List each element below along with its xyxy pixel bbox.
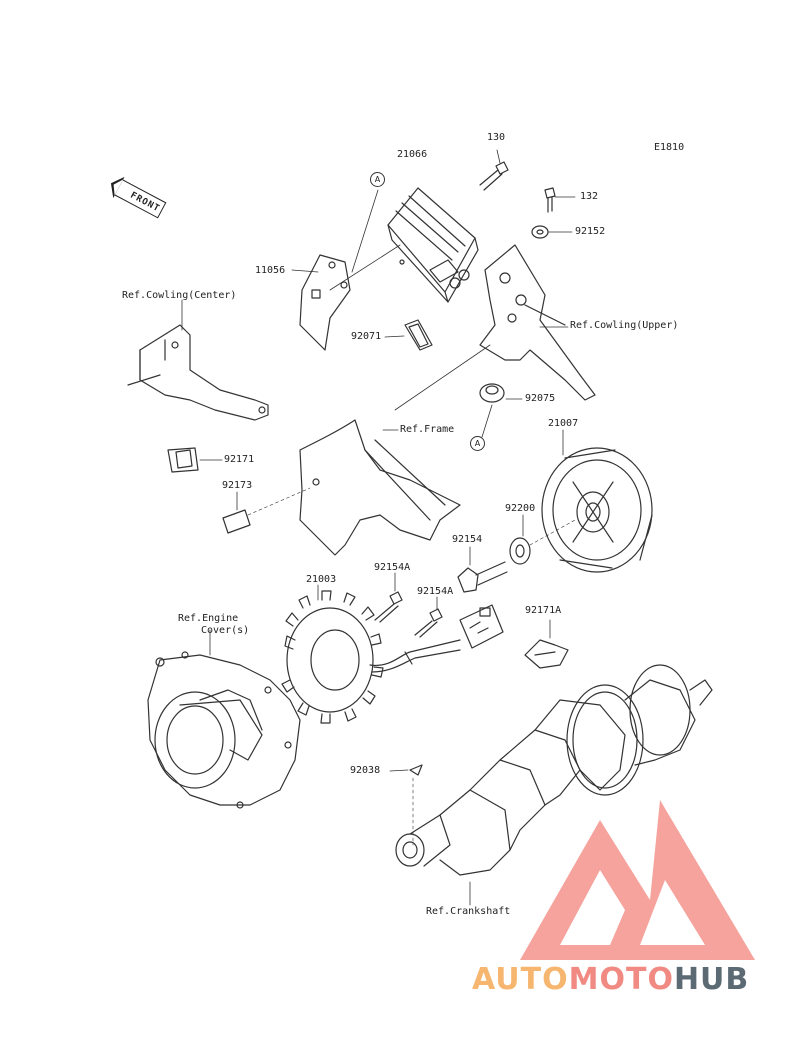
stator-connector	[459, 604, 504, 649]
callout-11056[interactable]: 11056	[255, 265, 286, 276]
engine-cover	[147, 651, 301, 809]
grommet-92075	[479, 383, 505, 403]
callout-92154A-upper[interactable]: 92154A	[374, 562, 411, 573]
callout-132[interactable]: 132	[580, 191, 599, 202]
bracket-11056	[299, 254, 351, 351]
bolt-92154	[457, 561, 508, 593]
bolt-92173	[222, 487, 311, 534]
frame-reference	[299, 419, 461, 556]
callout-92038[interactable]: 92038	[350, 765, 381, 776]
washer-92152	[531, 225, 549, 239]
ref-mark-a-top: A	[370, 172, 385, 187]
diagram-code: E1810	[654, 142, 685, 153]
callout-21003[interactable]: 21003	[306, 574, 337, 585]
stator-21003	[281, 590, 461, 724]
washer-92200	[509, 537, 531, 565]
bolt-92154A-lower	[414, 608, 443, 638]
cowling-upper-bracket	[479, 244, 596, 401]
regulator-rectifier-21066	[387, 187, 479, 303]
damper-92171A	[524, 639, 569, 669]
callout-92154A-lower[interactable]: 92154A	[417, 586, 454, 597]
callout-ref-crankshaft[interactable]: Ref.Crankshaft	[426, 906, 511, 917]
callout-130[interactable]: 130	[487, 132, 506, 143]
rotor-21007	[541, 447, 653, 573]
damper-92171	[167, 447, 199, 473]
callout-cowling-upper[interactable]: Ref.Cowling(Upper)	[570, 320, 679, 331]
watermark-logo-mark	[520, 800, 755, 960]
crankshaft	[395, 664, 713, 876]
bolt-92154A-upper	[374, 591, 403, 623]
ref-mark-a-bottom: A	[470, 436, 485, 451]
watermark-part-moto: MOTO	[568, 962, 674, 997]
watermark-part-auto: AUTO	[472, 962, 569, 997]
key-92038	[409, 764, 423, 776]
callout-92173[interactable]: 92173	[222, 480, 253, 491]
callout-cowling-center[interactable]: Ref.Cowling(Center)	[122, 290, 237, 301]
watermark-part-hub: HUB	[673, 962, 750, 997]
callout-ref-engine[interactable]: Ref.Engine	[178, 613, 239, 624]
callout-92071[interactable]: 92071	[351, 331, 382, 342]
cowling-center-bracket	[127, 324, 269, 421]
watermark-text: AUTOMOTOHUB	[472, 962, 749, 997]
callout-engine-covers[interactable]: Cover(s)	[201, 625, 250, 636]
callout-92171A[interactable]: 92171A	[525, 605, 562, 616]
callout-21007[interactable]: 21007	[548, 418, 579, 429]
grommet-92071	[404, 319, 433, 351]
callout-92152[interactable]: 92152	[575, 226, 606, 237]
callout-92200[interactable]: 92200	[505, 503, 536, 514]
callout-92154[interactable]: 92154	[452, 534, 483, 545]
bolt-130	[479, 161, 509, 191]
callout-92171[interactable]: 92171	[224, 454, 255, 465]
bolt-132	[544, 187, 556, 213]
callout-92075[interactable]: 92075	[525, 393, 556, 404]
callout-21066[interactable]: 21066	[397, 149, 428, 160]
callout-ref-frame[interactable]: Ref.Frame	[400, 424, 455, 435]
